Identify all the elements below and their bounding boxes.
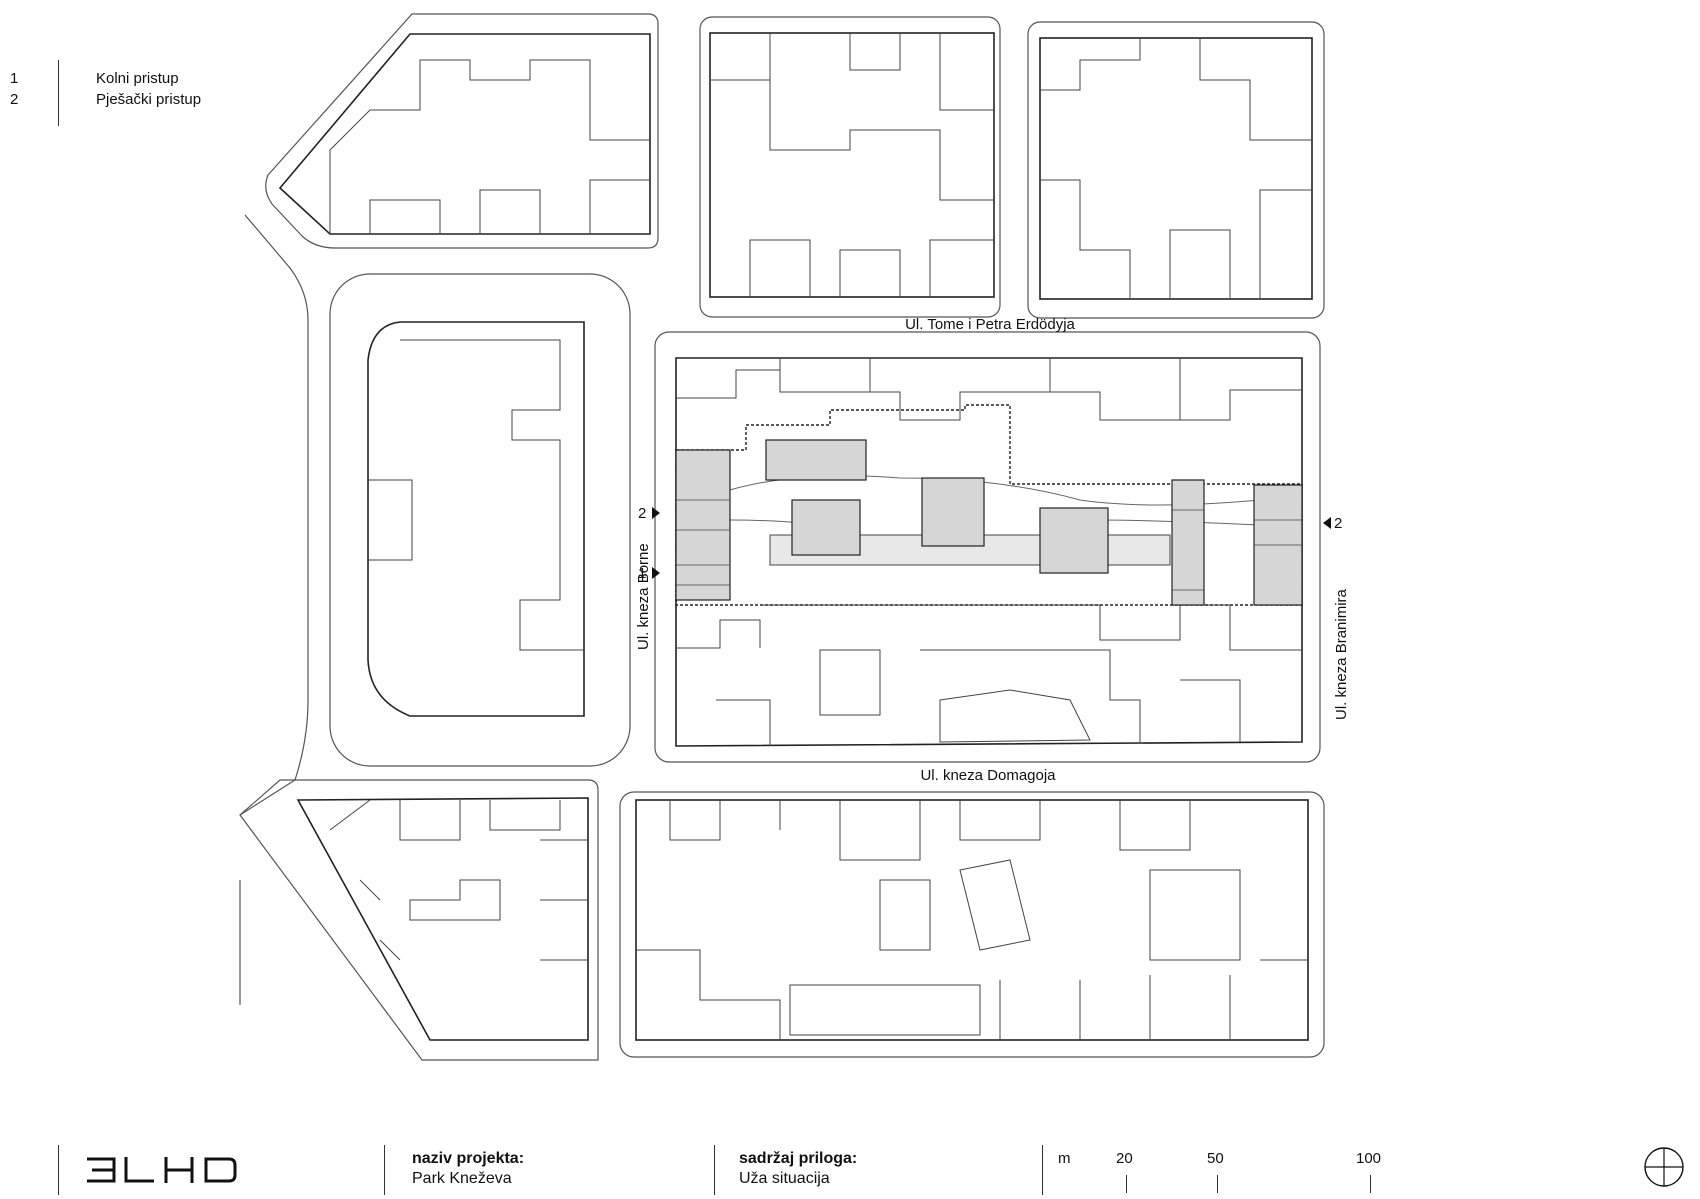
project-site-boundary [675,404,1303,606]
access-marker-west-vehicle: 1 [638,565,660,582]
legend-text: Pješački pristup [96,91,202,108]
street-label-west: Ul. kneza Borne [635,543,652,650]
scale-unit: m [1058,1150,1071,1167]
street-label-south: Ul. kneza Domagoja [920,767,1056,784]
legend-divider [58,60,59,126]
scale-tick [1126,1175,1127,1193]
title-divider [384,1145,385,1195]
marker-number: 2 [638,505,646,522]
title-divider [1042,1145,1043,1195]
title-divider [714,1145,715,1195]
scale-tick [1217,1175,1218,1193]
scale-value: 100 [1356,1150,1382,1167]
building-divisions [676,499,1302,591]
street-label-east: Ul. kneza Branimira [1333,588,1350,720]
project-name: Park Kneževa [412,1170,512,1187]
street-label-north: Ul. Tome i Petra Erdödyja [905,316,1075,333]
content-label: sadržaj priloga: [739,1150,858,1167]
legend-number: 1 [10,70,19,87]
access-marker-east-pedestrian: 2 [1323,515,1342,532]
scale-tick [1370,1175,1371,1193]
company-logo [87,1157,237,1183]
block-perimeters [278,32,1313,1041]
scale-value: 20 [1116,1150,1133,1167]
north-arrow-icon [1644,1147,1684,1187]
title-divider [58,1145,59,1195]
triangle-marker-icon [1323,517,1331,529]
legend-text: Kolni pristup [96,70,179,87]
legend-number: 2 [10,91,19,108]
access-marker-west-pedestrian: 2 [638,505,660,522]
triangle-marker-icon [652,567,660,579]
marker-number: 2 [1334,515,1342,532]
project-label: naziv projekta: [412,1150,525,1167]
scale-value: 50 [1207,1150,1224,1167]
marker-number: 1 [638,565,646,582]
building-footprints [329,33,1312,1040]
road-outlines [239,13,1325,1061]
triangle-marker-icon [652,507,660,519]
content-value: Uža situacija [739,1170,830,1187]
